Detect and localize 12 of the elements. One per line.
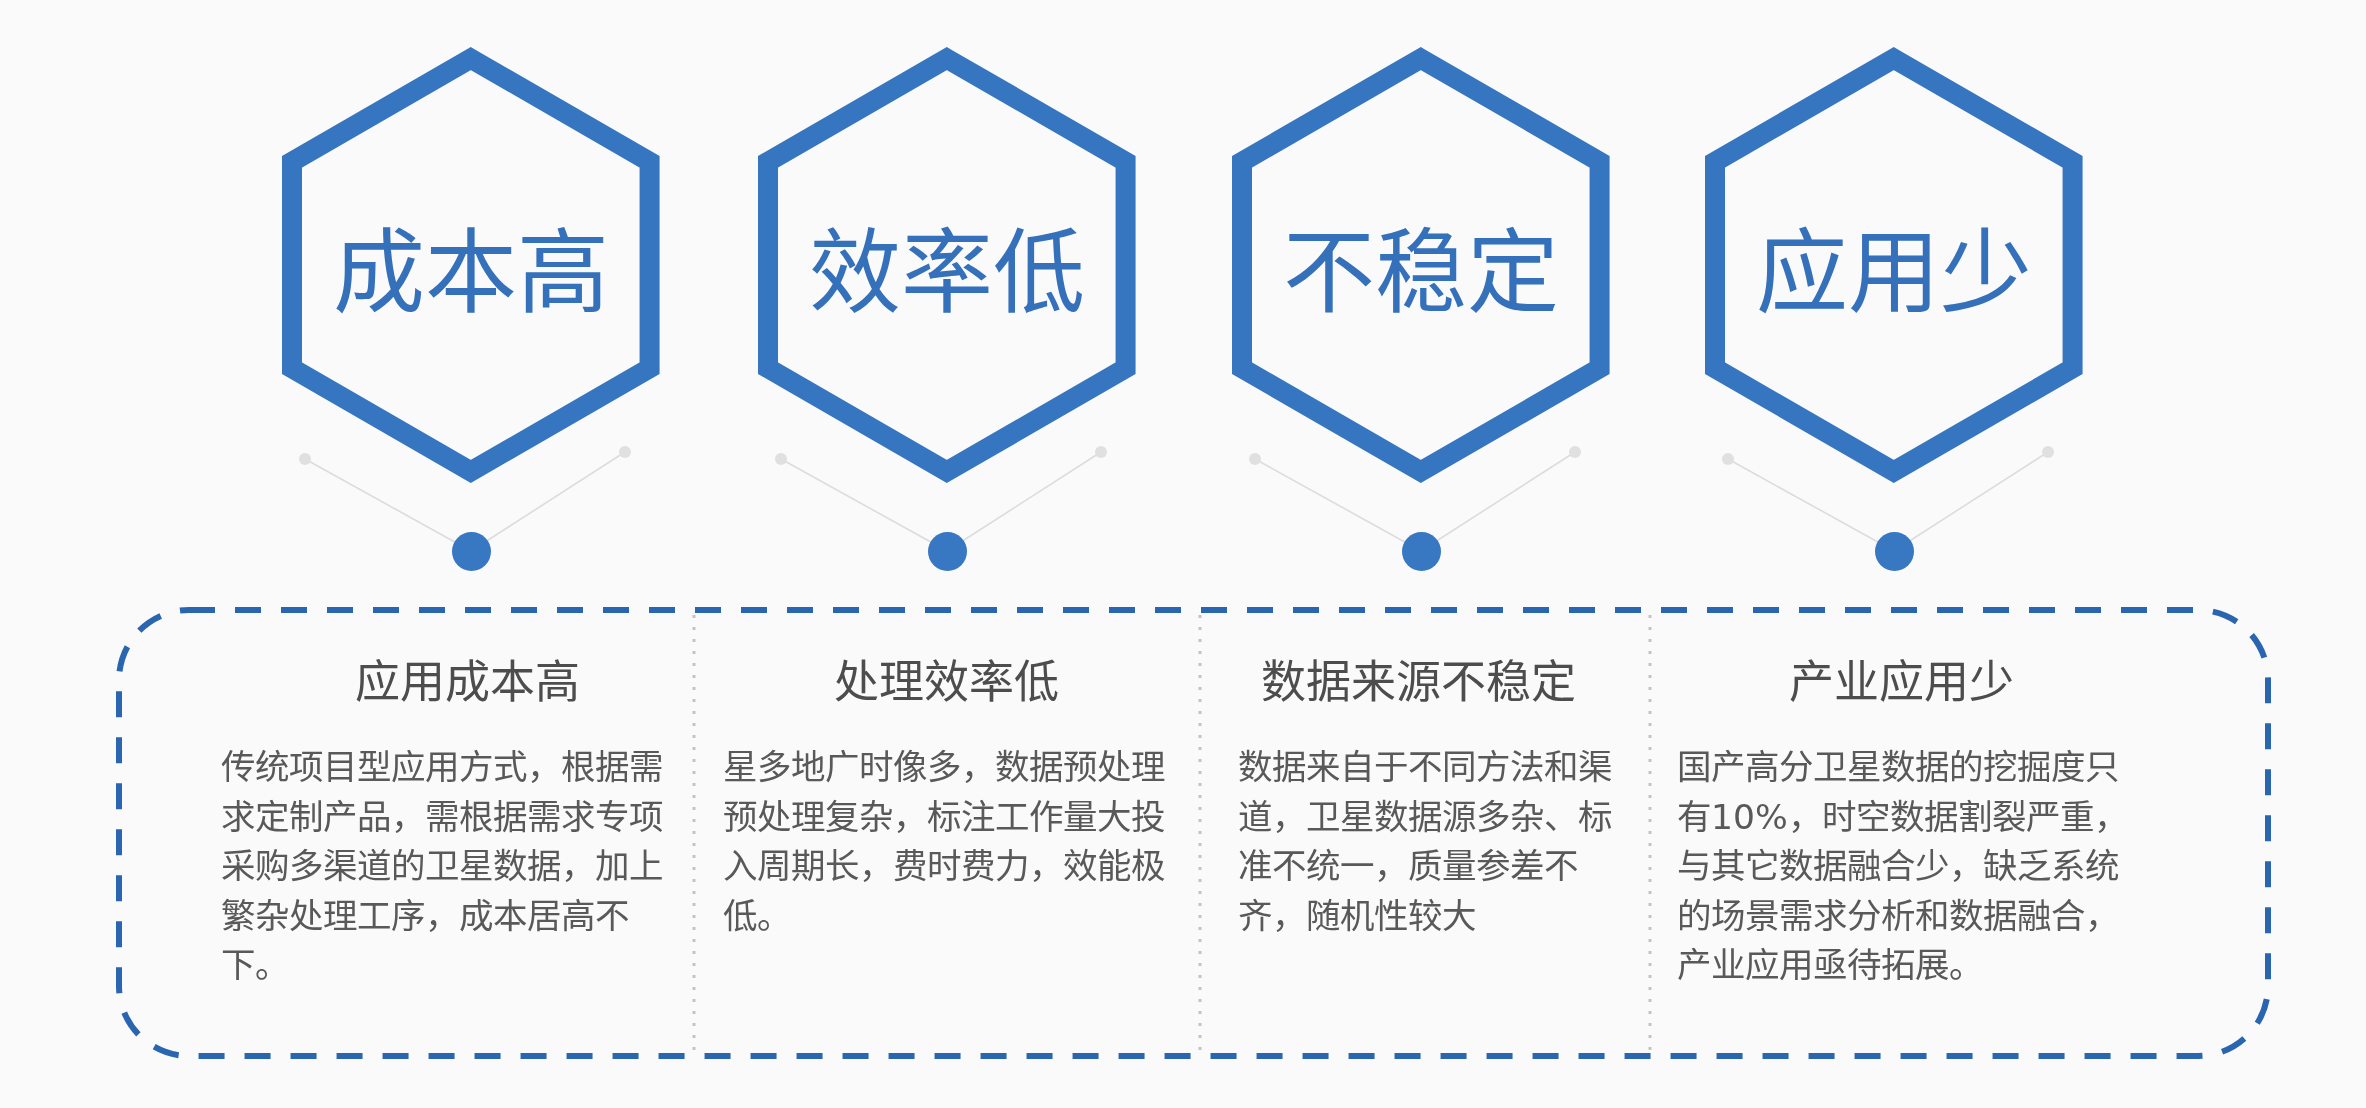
keyword-text: 效率低 xyxy=(809,222,1085,326)
description-text: 数据来自于不同方法和渠道，卫星数据源多杂、标准不统一，质量参差不齐，随机性较大 xyxy=(1238,746,1613,938)
keyword-text: 成本高 xyxy=(333,222,609,326)
column-heading: 数据来源不稳定 xyxy=(1260,656,1576,710)
column-heading: 应用成本高 xyxy=(354,656,580,710)
column-heading: 处理效率低 xyxy=(833,656,1059,710)
description-text: 传统项目型应用方式，根据需求定制产品，需根据需求专项采购多渠道的卫星数据，加上繁杂处理工序，成本居高不下。 xyxy=(221,746,664,987)
column-heading: 产业应用少 xyxy=(1788,656,2014,710)
description-text: 星多地广时像多，数据预处理预处理复杂，标注工作量大投入周期长，费时费力，效能极低。 xyxy=(723,746,1166,938)
keyword-text: 应用少 xyxy=(1756,222,2032,326)
description-text: 国产高分卫星数据的挖掘度只有10%，时空数据割裂严重，与其它数据融合少，缺乏系统的场景需求分析和数据融合，产业应用亟待拓展。 xyxy=(1677,746,2129,987)
keyword-text: 不稳定 xyxy=(1283,222,1559,326)
